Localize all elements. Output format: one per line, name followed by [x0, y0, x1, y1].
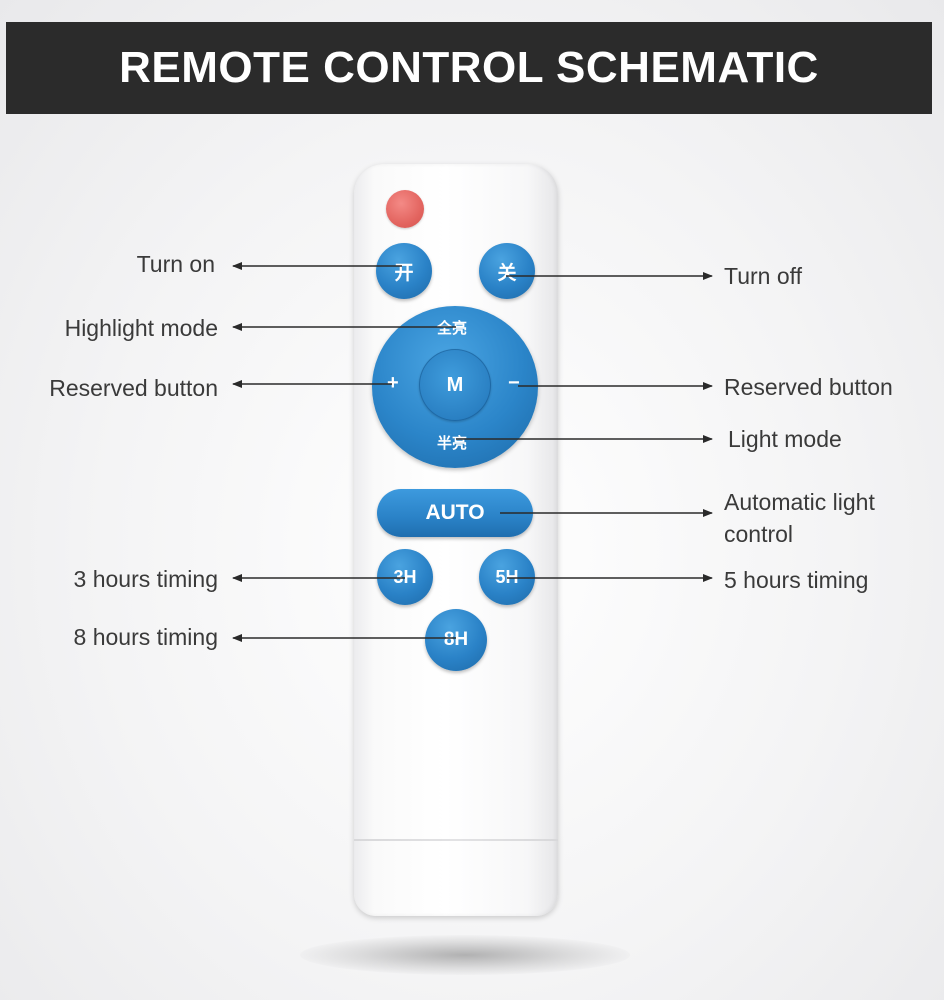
label-turn-on: Turn on [136, 251, 215, 277]
turn-off-button[interactable]: 关 [479, 243, 535, 299]
highlight-mode-button[interactable]: 全亮 [437, 320, 468, 337]
reserved-minus-button[interactable]: − [508, 372, 520, 394]
label-3-hours: 3 hours timing [73, 566, 218, 592]
timer-5h-button[interactable]: 5H [479, 549, 535, 605]
label-auto-line2: control [724, 521, 794, 547]
indicator-led [386, 190, 424, 228]
label-reserved-right: Reserved button [724, 374, 893, 400]
timer-8h-button[interactable]: 8H [425, 609, 487, 671]
label-5-hours: 5 hours timing [724, 567, 869, 593]
label-reserved-left: Reserved button [49, 375, 218, 401]
label-8-hours: 8 hours timing [73, 624, 218, 650]
label-highlight-mode: Highlight mode [64, 315, 218, 341]
mode-center-button[interactable]: M [419, 349, 491, 421]
turn-on-button[interactable]: 开 [376, 243, 432, 299]
title-banner: REMOTE CONTROL SCHEMATIC [6, 22, 932, 114]
battery-cover-seam [354, 839, 558, 841]
reserved-plus-button[interactable]: + [387, 372, 399, 394]
label-turn-off: Turn off [724, 263, 802, 289]
timer-3h-button[interactable]: 3H [377, 549, 433, 605]
label-auto-line1: Automatic light [724, 489, 875, 515]
page-title: REMOTE CONTROL SCHEMATIC [119, 43, 819, 92]
label-light-mode: Light mode [728, 426, 842, 452]
remote-shadow [300, 935, 630, 975]
